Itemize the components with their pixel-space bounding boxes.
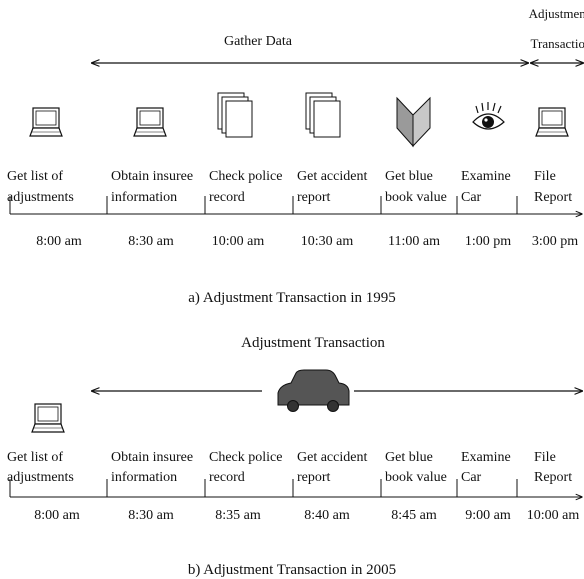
gather-data-label: Gather Data: [224, 34, 293, 49]
laptop-icon: [133, 107, 167, 137]
step-label-line1: Get blue: [385, 450, 433, 465]
step-label-line1: Examine: [461, 169, 511, 184]
step-label-line1: File: [534, 169, 556, 184]
laptop-icon: [29, 107, 63, 137]
step-label-line2: record: [209, 470, 245, 485]
panel-b: Adjustment Transaction Get list of adjus…: [7, 335, 582, 578]
step-time: 10:00 am: [527, 508, 580, 523]
eye-icon: [472, 102, 505, 130]
step-time: 8:00 am: [34, 508, 80, 523]
step-label-line2: book value: [385, 190, 447, 205]
step-label-line1: Get list of: [7, 169, 63, 184]
caption-a: a) Adjustment Transaction in 1995: [188, 290, 396, 306]
step-label-line1: Get accident: [297, 169, 367, 184]
laptop-icon: [535, 107, 569, 137]
step-label-line1: Check police: [209, 450, 282, 465]
step-time: 8:30 am: [128, 234, 174, 249]
step-label-line2: report: [297, 470, 331, 485]
step-label-line1: Get blue: [385, 169, 433, 184]
step-label-line2: adjustments: [7, 470, 74, 485]
step-time: 9:00 am: [465, 508, 511, 523]
step-label-line2: record: [209, 190, 245, 205]
panel-a: Gather Data Adjustment Transaction Get l…: [7, 6, 584, 306]
step-label-line1: Get list of: [7, 450, 63, 465]
step-time: 10:00 am: [212, 234, 265, 249]
step-label-line2: information: [111, 470, 177, 485]
laptop-icon: [31, 403, 65, 433]
step-time: 8:40 am: [304, 508, 350, 523]
step-time: 10:30 am: [301, 234, 354, 249]
step-label-line2: Car: [461, 470, 482, 485]
step-time: 8:30 am: [128, 508, 174, 523]
step-label-line1: Obtain insuree: [111, 169, 193, 184]
adjustment-label-line2: Transaction: [531, 36, 584, 51]
step-label-line2: Car: [461, 190, 482, 205]
step-time: 1:00 pm: [465, 234, 511, 249]
step-label-line2: report: [297, 190, 331, 205]
step-time: 11:00 am: [388, 234, 440, 249]
adjustment-transaction-title: Adjustment Transaction: [241, 335, 385, 351]
step-label-line2: Report: [534, 190, 572, 205]
adjustment-label-line1: Adjustment: [529, 6, 584, 21]
step-label-line2: book value: [385, 470, 447, 485]
step-label-line2: Report: [534, 470, 572, 485]
open-book-icon: [396, 96, 431, 148]
step-time: 8:00 am: [36, 234, 82, 249]
step-time: 3:00 pm: [532, 234, 578, 249]
car-icon: [277, 369, 350, 412]
step-label-line1: Examine: [461, 450, 511, 465]
step-time: 8:35 am: [215, 508, 261, 523]
step-label-line2: adjustments: [7, 190, 74, 205]
step-time: 8:45 am: [391, 508, 437, 523]
step-label-line1: Get accident: [297, 450, 367, 465]
step-label-line2: information: [111, 190, 177, 205]
step-label-line1: File: [534, 450, 556, 465]
step-label-line1: Check police: [209, 169, 282, 184]
timeline-a-ticks: [9, 196, 518, 214]
document-stack-icon: [217, 92, 253, 138]
caption-b: b) Adjustment Transaction in 2005: [188, 562, 396, 578]
step-label-line1: Obtain insuree: [111, 450, 193, 465]
timeline-b-ticks: [9, 479, 518, 497]
document-stack-icon: [305, 92, 341, 138]
